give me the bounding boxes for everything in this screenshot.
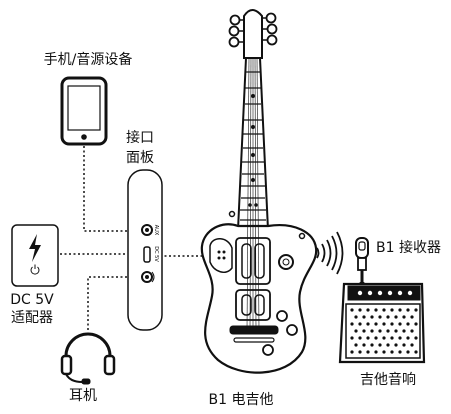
- power-adapter-icon: [11, 224, 59, 287]
- headphones-icon: [60, 332, 116, 385]
- phone-icon: [60, 76, 108, 146]
- phone-to-aux-line: [83, 146, 142, 232]
- interface-panel: AUX DC 5V: [127, 169, 163, 331]
- guitar-icon: [200, 9, 318, 374]
- receiver-icon: [355, 237, 369, 289]
- power-label-line2: 适配器: [11, 310, 53, 326]
- power-label-line1: DC 5V: [10, 292, 54, 308]
- power-icon: [30, 264, 40, 275]
- panel-label-line2: 面板: [126, 150, 154, 166]
- port-label-aux: AUX: [153, 225, 159, 236]
- dc-port: [143, 246, 151, 263]
- lightning-icon: [29, 234, 41, 262]
- panel-label-line1: 接口: [126, 130, 154, 146]
- phone-label: 手机/音源设备: [43, 52, 133, 68]
- wireless-icon: [316, 231, 344, 275]
- headphones-label: 耳机: [69, 388, 97, 404]
- port-label-dc: DC 5V: [153, 246, 159, 262]
- amplifier-icon: [338, 282, 426, 364]
- guitar-label: B1 电吉他: [208, 392, 274, 408]
- receiver-label: B1 接收器: [376, 240, 441, 256]
- amp-label: 吉他音响: [360, 372, 416, 388]
